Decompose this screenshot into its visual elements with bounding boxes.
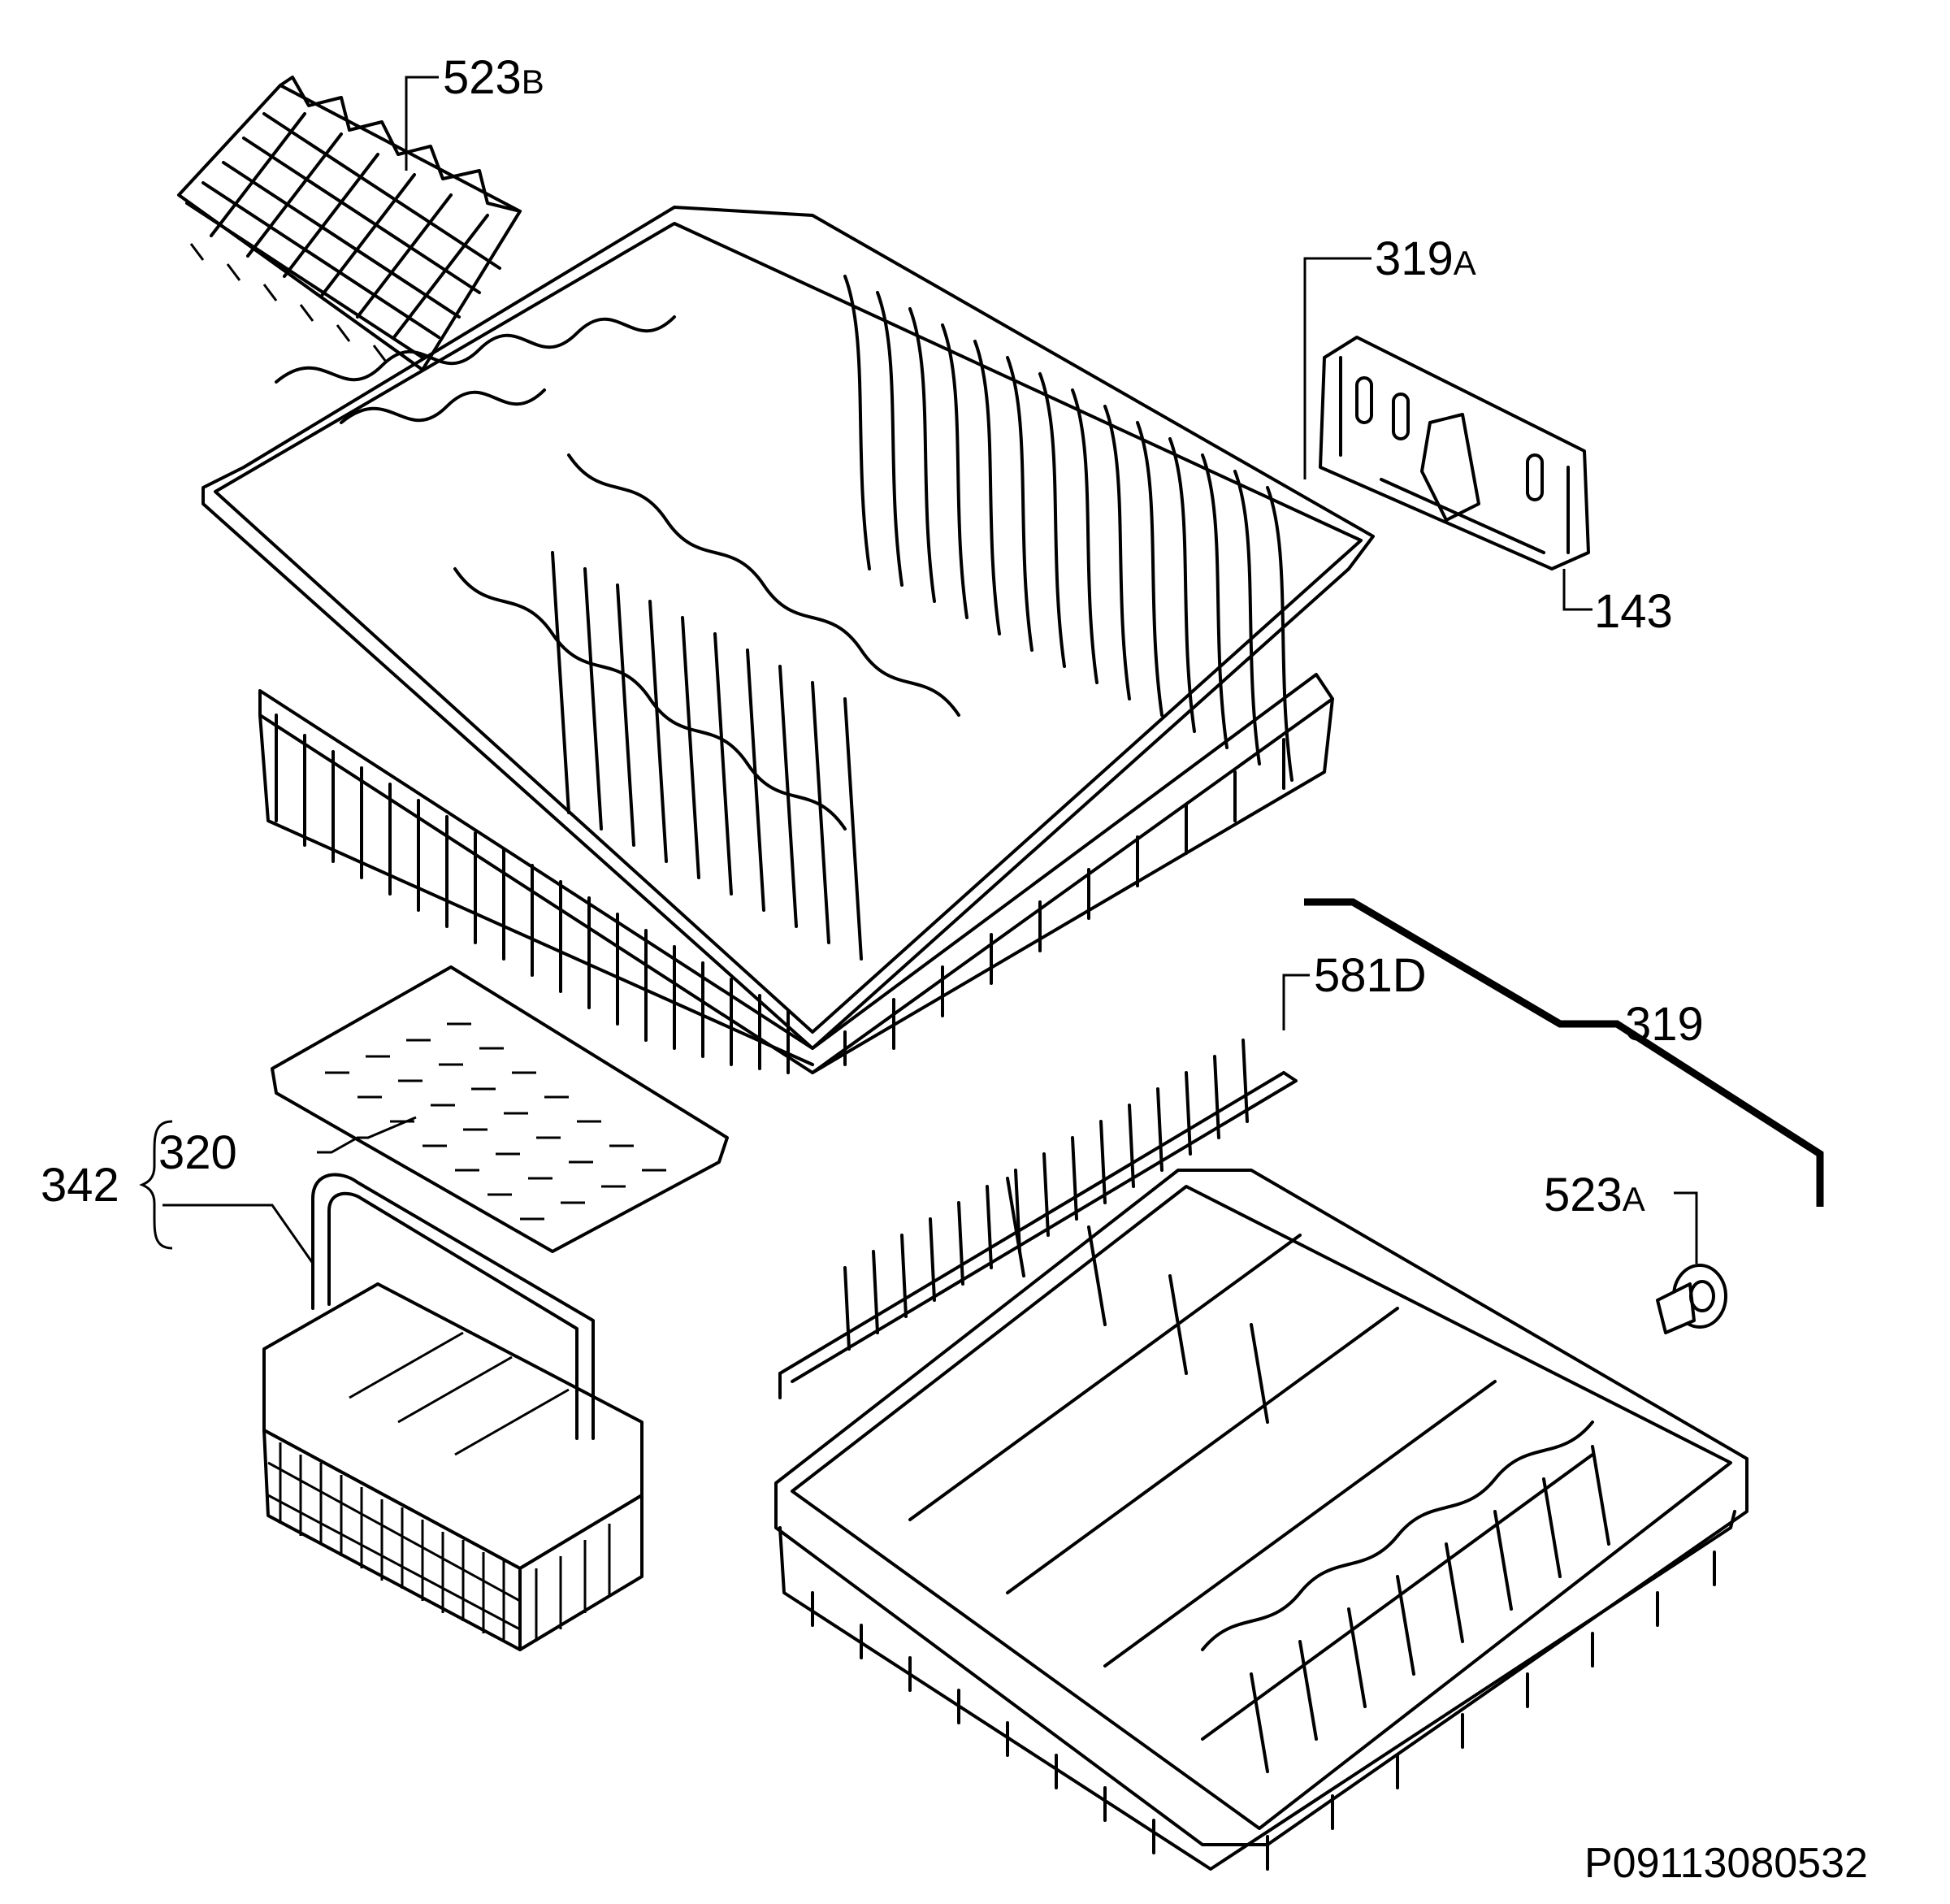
callout-581d[interactable]: 581D <box>1314 949 1427 1002</box>
callout-320[interactable]: 320 <box>158 1126 237 1179</box>
lid-slots <box>325 1022 666 1221</box>
callout-143[interactable]: 143 <box>1594 585 1673 638</box>
callout-342[interactable]: 342 <box>41 1159 119 1212</box>
callout-523a[interactable]: 523A <box>1544 1169 1645 1221</box>
part-523a-wheel[interactable] <box>1656 1264 1727 1334</box>
callout-319[interactable]: 319 <box>1625 998 1704 1051</box>
part-342-cutlery-basket[interactable] <box>262 1173 644 1651</box>
upper-basket-tines <box>453 275 1294 961</box>
group-brace-342 <box>139 1120 173 1250</box>
part-320-basket-lid[interactable] <box>271 965 729 1253</box>
upper-basket[interactable] <box>202 206 1375 1074</box>
part-319a-rail-bracket[interactable] <box>1319 336 1590 570</box>
callout-523b[interactable]: 523B <box>443 51 544 104</box>
upper-basket-side-wires <box>843 738 1285 1066</box>
lower-basket[interactable] <box>774 1169 1748 1871</box>
callout-319a[interactable]: 319A <box>1375 232 1476 285</box>
callout-leaders <box>162 76 1824 1265</box>
part-523b-cup-rack[interactable] <box>177 76 522 371</box>
part-581d-tine-row[interactable] <box>778 1039 1298 1399</box>
drawing-number: P09113080532 <box>1584 1840 1868 1887</box>
upper-basket-front-wires <box>275 713 790 1074</box>
